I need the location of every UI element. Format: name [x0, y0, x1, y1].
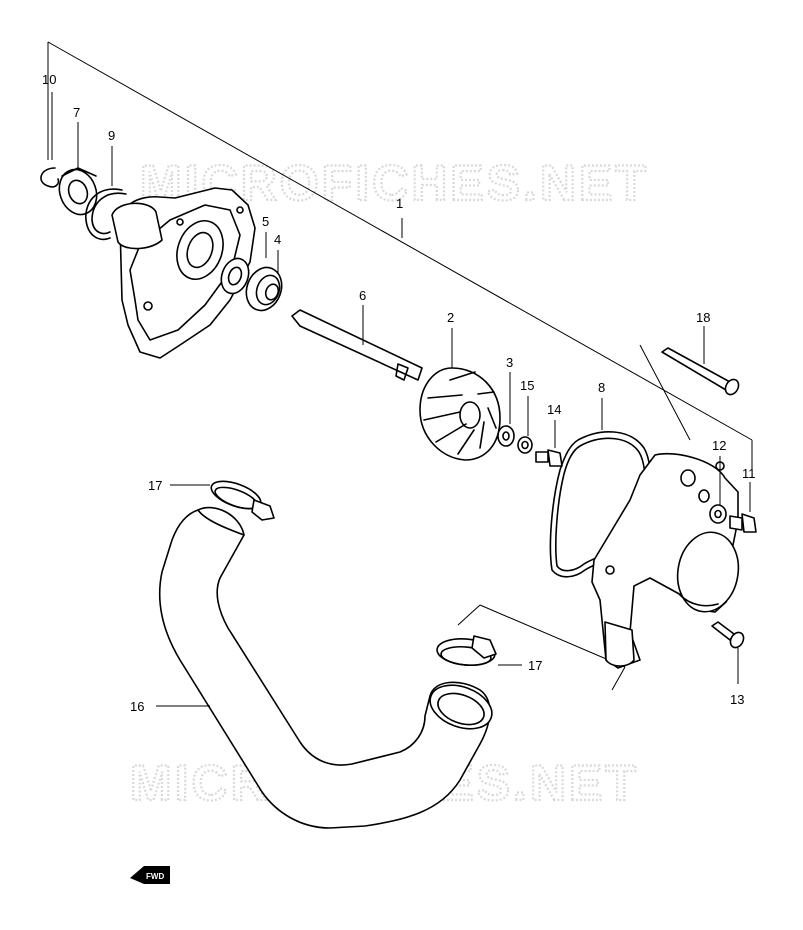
assembly-bracket-lines	[47, 41, 753, 691]
mechanical-seal-part	[220, 232, 267, 295]
callout-4: 4	[274, 232, 281, 247]
hose-clamp-lower-part	[436, 635, 522, 667]
impeller-part	[419, 328, 501, 461]
callout-5: 5	[262, 214, 269, 229]
o-ring-part	[85, 146, 127, 241]
forward-direction-indicator: FWD	[130, 866, 170, 884]
impeller-bolt-part	[535, 420, 563, 467]
callout-8: 8	[598, 380, 605, 395]
callout-3: 3	[506, 355, 513, 370]
pump-body-part	[111, 187, 256, 359]
shaft-part	[291, 305, 423, 381]
screw-part	[711, 621, 745, 684]
water-hose-part	[156, 506, 493, 829]
callout-10: 10	[42, 72, 56, 87]
gasket-part	[549, 398, 652, 578]
callout-2: 2	[447, 310, 454, 325]
washer-part	[497, 372, 515, 447]
long-bolt-part	[661, 326, 740, 396]
cover-bolt-part	[729, 482, 757, 533]
callout-16: 16	[130, 699, 144, 714]
callout-6: 6	[359, 288, 366, 303]
callout-11: 11	[742, 466, 756, 481]
callout-12: 12	[712, 438, 726, 453]
callout-14: 14	[547, 402, 561, 417]
fwd-arrow-icon	[130, 866, 170, 884]
circlip-part	[40, 92, 60, 188]
cover-washer-part	[709, 456, 727, 524]
bearing-part	[58, 122, 98, 216]
small-washer-part	[517, 396, 533, 454]
callout-9: 9	[108, 128, 115, 143]
callout-7: 7	[73, 105, 80, 120]
callout-13: 13	[730, 692, 744, 707]
callout-17-lower: 17	[528, 658, 542, 673]
seal-spring-part	[245, 250, 283, 312]
callout-15: 15	[520, 378, 534, 393]
callout-18: 18	[696, 310, 710, 325]
callout-1: 1	[396, 196, 403, 211]
fwd-label: FWD	[146, 872, 164, 881]
hose-clamp-upper-part	[170, 480, 275, 521]
callout-17-upper: 17	[148, 478, 162, 493]
pump-cover-part	[591, 452, 740, 669]
